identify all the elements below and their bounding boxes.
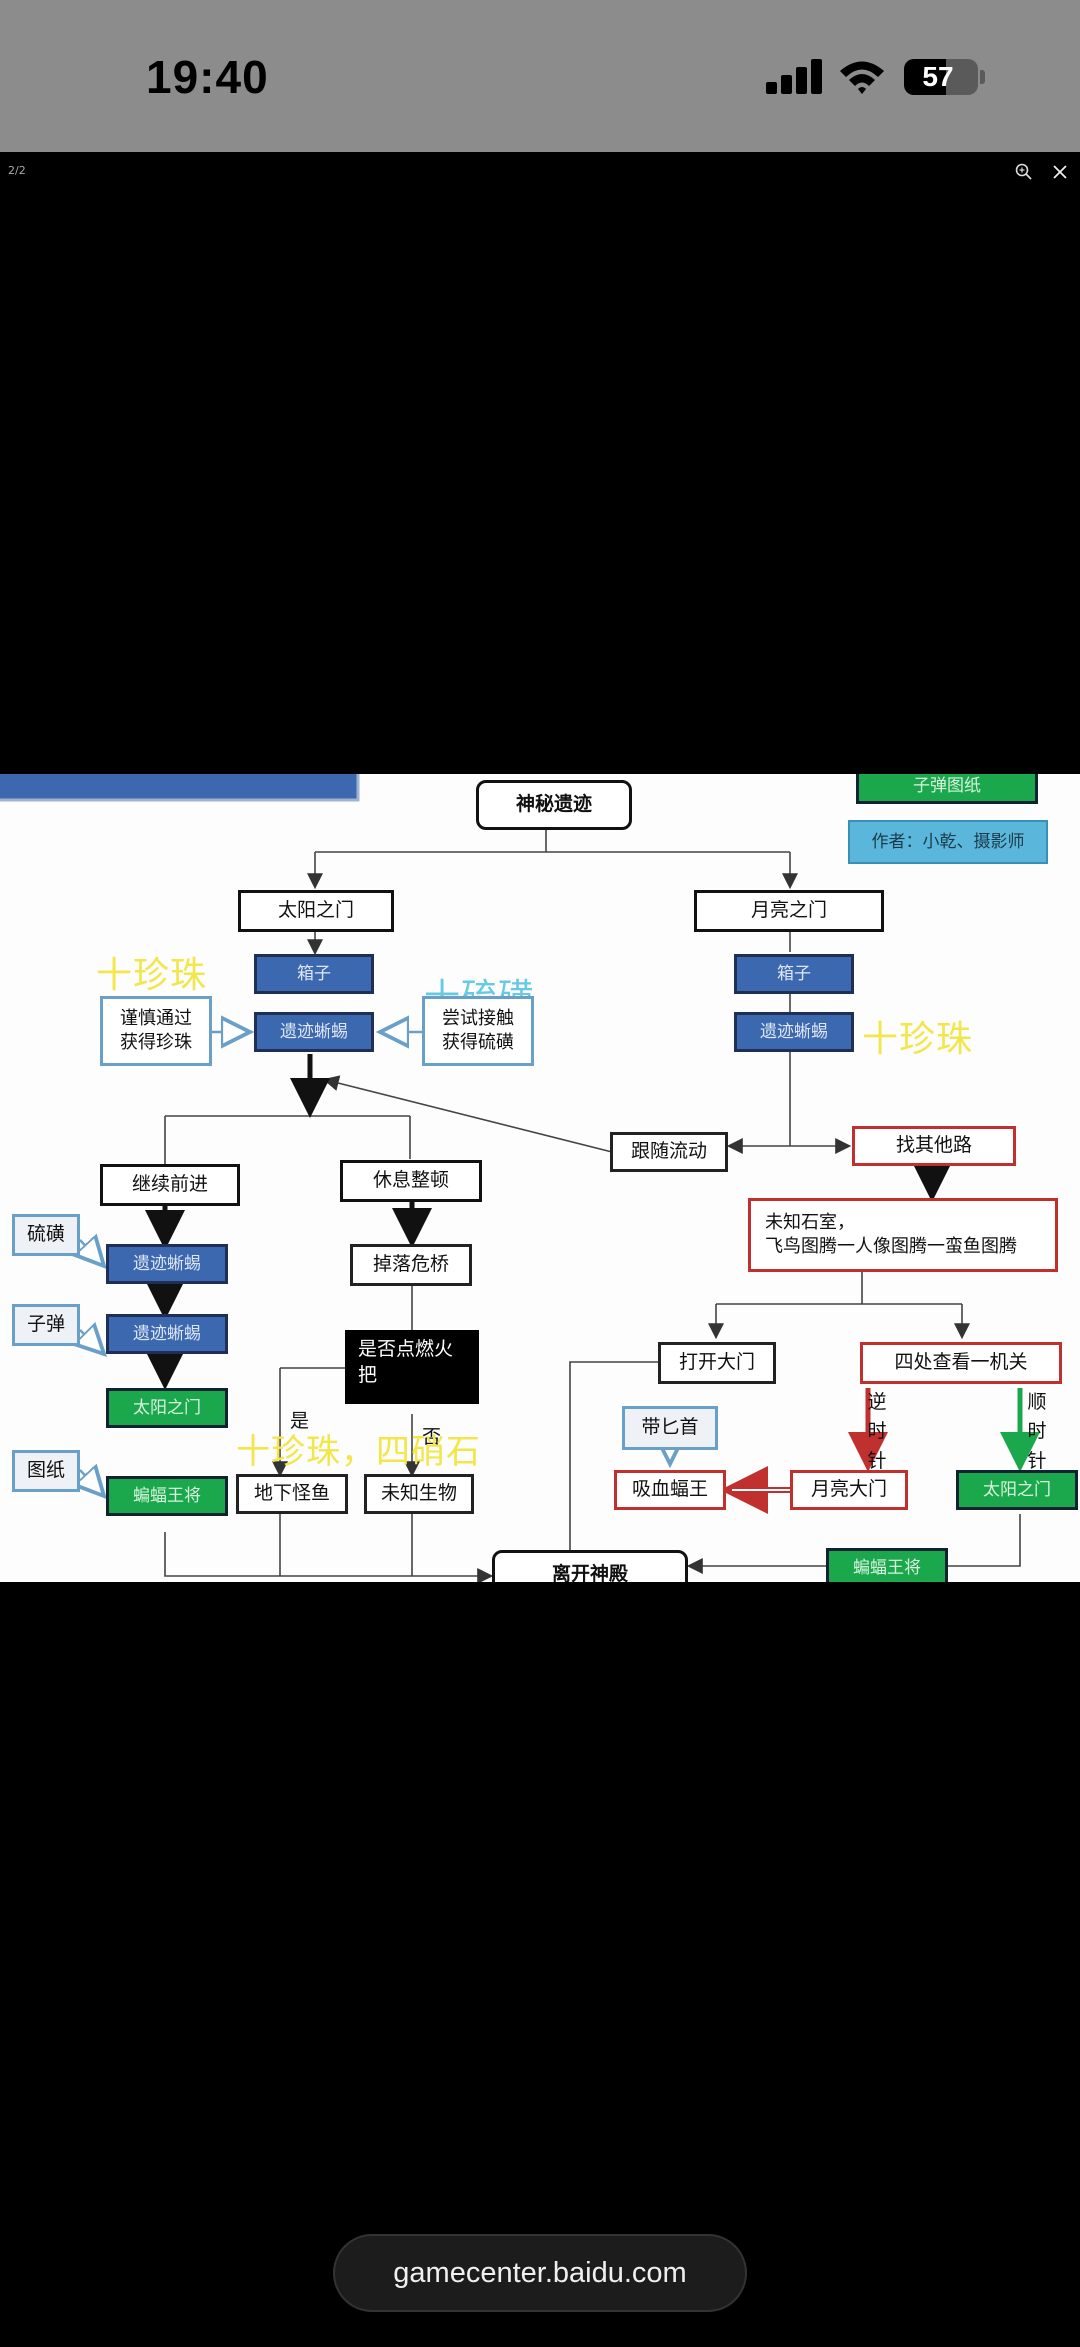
node-zidan-tuzhi: 子弹图纸: [856, 774, 1038, 804]
node-sichu-chakan: 四处查看一机关: [860, 1342, 1062, 1384]
note-liuhuang: 硫磺: [12, 1214, 80, 1256]
node-yiji-3: 遗迹蜥蜴: [106, 1314, 228, 1354]
image-counter: 2/2: [8, 164, 26, 177]
node-likai-shendian: 离开神殿: [492, 1550, 688, 1582]
note-tuzhi: 图纸: [12, 1450, 80, 1492]
cellular-signal-icon: [766, 58, 822, 94]
node-weizhi-shengwu: 未知生物: [364, 1474, 474, 1514]
callout-shizhenzhu-sixiaoshi: 十珍珠，四硝石: [236, 1432, 481, 1472]
status-bar: 19:40 57: [0, 0, 1080, 152]
node-yueliang-zhimen: 月亮之门: [694, 890, 884, 932]
battery-icon: 57: [904, 59, 978, 95]
author-credit: 作者：小乾、摄影师: [848, 820, 1048, 864]
node-gensui-liudong: 跟随流动: [610, 1132, 728, 1172]
node-diaoluo-weiqiao: 掉落危桥: [350, 1244, 472, 1286]
node-xiangzi-right: 箱子: [734, 954, 854, 994]
node-dai-bishou: 带匕首: [622, 1406, 718, 1450]
label-nishizhen: 逆 时 针: [867, 1391, 887, 1472]
node-xiuxi-zhengdun: 休息整顿: [340, 1160, 482, 1202]
note-zidan: 子弹: [12, 1304, 80, 1346]
node-jixu-qianjin: 继续前进: [100, 1164, 240, 1206]
flowchart-image[interactable]: 神秘遗迹 子弹图纸 作者：小乾、摄影师 太阳之门 月亮之门 箱子 箱子 十珍珠 …: [0, 774, 1080, 1582]
node-dakai-damen: 打开大门: [658, 1342, 776, 1384]
node-shifou-dianhuoba: 是否点燃火把: [345, 1330, 479, 1404]
node-yiji-left: 遗迹蜥蜴: [254, 1012, 374, 1052]
node-changshi-jiechu: 尝试接触 获得硫磺: [422, 996, 534, 1066]
zoom-icon[interactable]: [1014, 162, 1034, 182]
callout-shizhenzhu-right: 十珍珠: [862, 1019, 974, 1060]
node-dixia-guaiyu: 地下怪鱼: [236, 1474, 348, 1514]
node-xiangzi-left: 箱子: [254, 954, 374, 994]
node-taiyang-zhimen: 太阳之门: [238, 890, 394, 932]
flowchart-connectors: [0, 774, 1040, 1582]
node-zhao-qitalu: 找其他路: [852, 1126, 1016, 1166]
node-xixue-bianwang: 吸血蝠王: [614, 1470, 726, 1510]
node-bianfu-wangjiang: 蝙蝠王将: [106, 1476, 228, 1516]
callout-shizhenzhu-left: 十珍珠: [96, 955, 208, 996]
label-fou: 否: [422, 1426, 442, 1448]
status-time: 19:40: [146, 51, 269, 103]
node-yiji-2: 遗迹蜥蜴: [106, 1244, 228, 1284]
url-bar[interactable]: gamecenter.baidu.com: [333, 2234, 747, 2312]
node-taiyang-zhimen-2: 太阳之门: [106, 1388, 228, 1428]
node-jinshen-tongguo: 谨慎通过 获得珍珠: [100, 996, 212, 1066]
node-shenmi-yiji: 神秘遗迹: [476, 780, 632, 830]
battery-nub: [980, 70, 985, 84]
label-shi: 是: [290, 1410, 310, 1432]
close-icon[interactable]: [1050, 162, 1070, 182]
battery-percentage: 57: [922, 61, 954, 92]
node-weizhi-shishi: 未知石室， 飞鸟图腾一人像图腾一蛮鱼图腾: [748, 1198, 1058, 1272]
node-yueliang-damen: 月亮大门: [790, 1470, 908, 1510]
node-taiyang-zhimen-3: 太阳之门: [956, 1470, 1078, 1510]
node-bianfu-wangjiang-2: 蝙蝠王将: [826, 1548, 948, 1582]
wifi-icon: [840, 61, 884, 94]
node-yiji-right: 遗迹蜥蜴: [734, 1012, 854, 1052]
label-shunshizhen: 顺 时 针: [1027, 1391, 1047, 1472]
